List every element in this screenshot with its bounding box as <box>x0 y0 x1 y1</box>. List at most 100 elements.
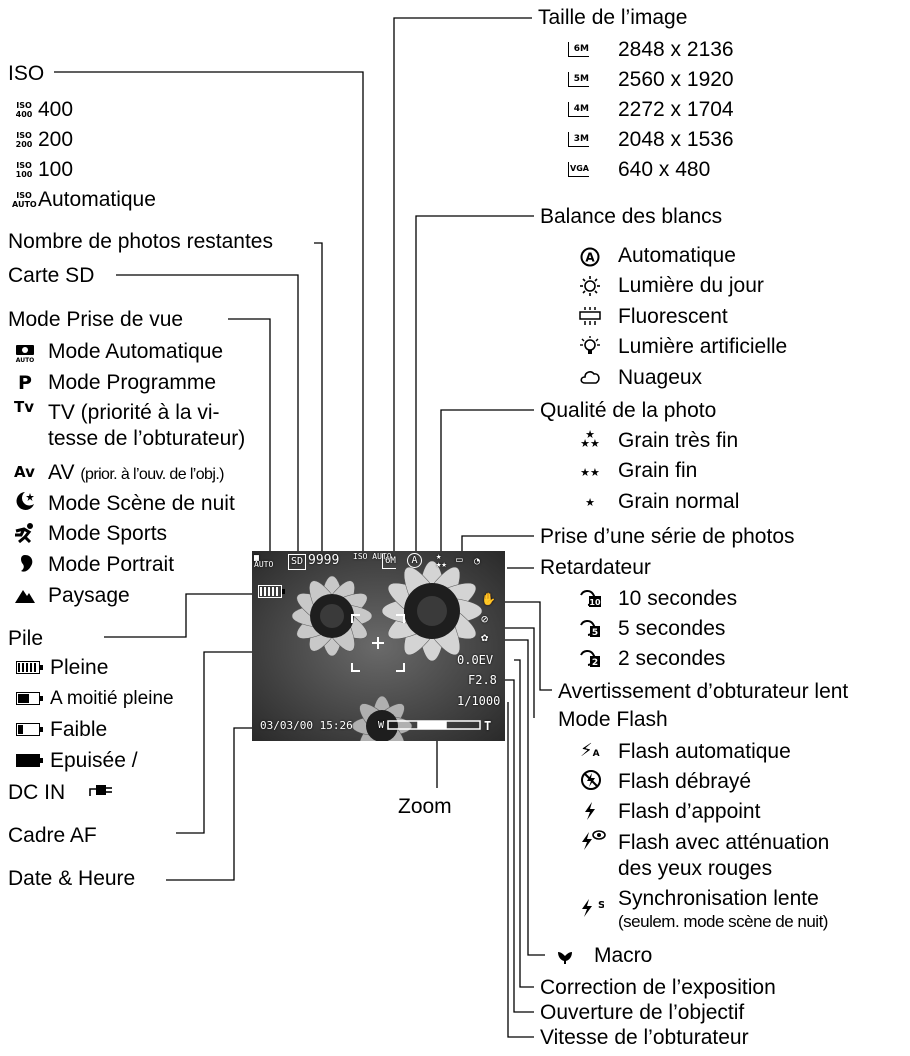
battery-low-icon <box>16 723 43 736</box>
size-6m-label: 2848 x 2136 <box>618 38 734 61</box>
line-datetime <box>166 727 254 881</box>
mountain-icon <box>15 590 35 603</box>
mode-portrait-label: Mode Portrait <box>48 553 175 576</box>
flash-title: Mode Flash <box>558 708 668 731</box>
osd-shot-count: 9999 <box>308 553 340 568</box>
size-vga-icon: VGA <box>568 162 589 177</box>
timer-2s-label: 2 secondes <box>618 647 726 670</box>
iso-title: ISO <box>8 62 45 85</box>
flash-off-label: Flash débrayé <box>618 770 752 793</box>
osd-zoom-w: W <box>378 720 385 731</box>
line-macro <box>492 639 545 956</box>
sunflower-bottom <box>351 695 413 741</box>
size-5m-label: 2560 x 1920 <box>618 68 734 91</box>
svg-text:S: S <box>598 900 604 911</box>
iso-400-label: 400 <box>38 98 74 121</box>
one-star-icon: ★ <box>585 496 595 509</box>
mode-sports-label: Mode Sports <box>48 522 168 545</box>
osd-battery-icon <box>258 585 285 598</box>
line-aperture <box>496 679 534 1013</box>
line-slow <box>497 601 552 691</box>
line-mode <box>228 318 271 553</box>
iso-auto-label: Automatique <box>38 188 156 211</box>
battery-low-label: Faible <box>50 718 108 741</box>
af-frame-title: Cadre AF <box>8 824 97 847</box>
osd-wb: A <box>407 553 422 568</box>
flash-slow-icon: S <box>582 899 604 917</box>
self-timer-title: Retardateur <box>540 556 651 579</box>
quality-normal-label: Grain normal <box>618 490 740 513</box>
flash-redeye-label: Flash avec atténuation <box>618 831 830 854</box>
size-vga-label: 640 x 480 <box>618 158 711 181</box>
flash-fill-icon <box>585 802 595 820</box>
moon-star-icon <box>16 492 34 510</box>
portrait-icon <box>21 555 33 572</box>
datetime-title: Date & Heure <box>8 867 136 890</box>
line-iso <box>54 71 364 553</box>
osd-exposure: 0.0EV <box>457 653 494 667</box>
timer-5s-label: 5 secondes <box>618 617 726 640</box>
timer-2s-icon: 2 <box>580 650 600 668</box>
flash-fill-label: Flash d’appoint <box>618 800 761 823</box>
two-stars-icon: ★★ <box>580 466 600 479</box>
mode-program-label: Mode Programme <box>48 371 217 394</box>
osd-burst-icon: ▭ <box>456 553 463 566</box>
battery-empty-icon <box>16 754 43 767</box>
af-frame-brackets <box>351 614 405 672</box>
quality-title: Qualité de la photo <box>540 399 717 422</box>
mode-tv-label: TV (priorité à la vi- <box>48 401 220 424</box>
battery-half-icon <box>16 692 43 705</box>
line-exposure <box>514 659 534 988</box>
osd-macro-icon: ✿ <box>481 630 489 644</box>
zoom-title: Zoom <box>398 795 452 818</box>
sunflower-photo <box>252 551 505 741</box>
flash-off-icon <box>581 770 601 790</box>
dc-plug-icon <box>89 785 112 796</box>
line-image-size <box>393 17 532 565</box>
osd-shutter: 1/1000 <box>457 694 501 708</box>
mode-landscape-label: Paysage <box>48 584 130 607</box>
line-sd <box>116 274 299 553</box>
slow-shutter-title: Avertissement d’obturateur lent <box>558 680 849 703</box>
size-4m-icon: 4M <box>568 102 589 117</box>
wb-auto-icon: A <box>580 247 600 267</box>
white-balance-title: Balance des blancs <box>540 205 723 228</box>
battery-full-icon <box>16 661 43 674</box>
osd-datetime: 03/03/00 15:26 <box>260 719 353 732</box>
exposure-title: Correction de l’exposition <box>540 976 776 999</box>
tv-icon: Tv <box>14 398 35 416</box>
osd-mode-icon: ▅AUTO <box>254 552 274 569</box>
battery-empty-label: Epuisée / <box>50 749 138 772</box>
svg-text:A: A <box>585 251 595 265</box>
osd-aperture: F2.8 <box>468 673 497 687</box>
osd-quality-stars: ★★★ <box>436 552 447 570</box>
line-shutter <box>507 702 534 1038</box>
wb-tungsten-label: Lumière artificielle <box>618 335 788 358</box>
osd-iso: ISO AUTO <box>353 552 392 561</box>
size-3m-label: 2048 x 1536 <box>618 128 734 151</box>
program-p-icon: P <box>18 372 32 394</box>
line-battery <box>104 593 268 638</box>
fluorescent-icon <box>579 307 601 325</box>
timer-10s-label: 10 secondes <box>618 587 738 610</box>
osd-timer-icon: ◔ <box>474 556 481 567</box>
flash-slow-note: (seulem. mode scène de nuit) <box>618 912 828 931</box>
svg-text:10: 10 <box>589 598 601 607</box>
zoom-bar <box>387 720 481 730</box>
wb-cloudy-label: Nuageux <box>618 366 703 389</box>
cloud-icon <box>580 371 600 384</box>
flash-auto-label: Flash automatique <box>618 740 791 763</box>
av-icon: Av <box>14 463 35 481</box>
svg-text:2: 2 <box>592 658 598 668</box>
line-flash <box>495 627 535 718</box>
size-3m-icon: 3M <box>568 132 589 147</box>
svg-text:5: 5 <box>592 628 598 638</box>
timer-5s-icon: 5 <box>580 620 600 638</box>
quality-superfine-label: Grain très fin <box>618 429 739 452</box>
